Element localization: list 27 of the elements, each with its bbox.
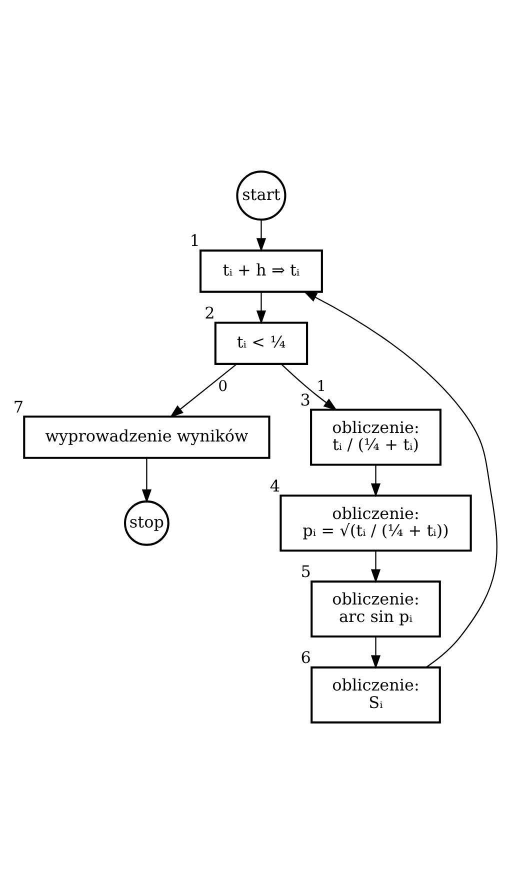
node-box: obliczenie: tᵢ / (¼ + tᵢ) xyxy=(310,408,442,466)
node-label: 6 xyxy=(300,648,311,667)
node-box: obliczenie: arc sin pᵢ xyxy=(310,580,441,638)
node-box: wyprowadzenie wyników xyxy=(23,415,270,458)
node-label: 5 xyxy=(300,562,311,581)
edge-label: 1 xyxy=(316,376,326,394)
node-box: obliczenie: pᵢ = √(tᵢ / (¼ + tᵢ)) xyxy=(280,494,472,552)
node-label: 3 xyxy=(300,390,310,409)
node-circle: start xyxy=(236,170,286,220)
node-box: obliczenie: Sᵢ xyxy=(310,666,441,723)
arrow xyxy=(170,363,237,418)
arrow xyxy=(256,219,266,252)
node-box: tᵢ < ¼ xyxy=(214,321,308,364)
node-label: 4 xyxy=(270,476,280,495)
arrow xyxy=(370,464,381,497)
node-label: 1 xyxy=(190,230,200,250)
node-label: 7 xyxy=(13,396,24,416)
arrow xyxy=(281,363,338,410)
node-circle: stop xyxy=(124,500,170,546)
arrow xyxy=(370,550,381,583)
arrow xyxy=(303,290,498,668)
node-label: 2 xyxy=(204,302,215,322)
node-box: tᵢ + h ⇒ tᵢ xyxy=(200,249,323,292)
arrow xyxy=(142,458,152,503)
arrow xyxy=(256,292,266,324)
edge-label: 0 xyxy=(218,376,228,394)
arrow xyxy=(370,636,381,668)
